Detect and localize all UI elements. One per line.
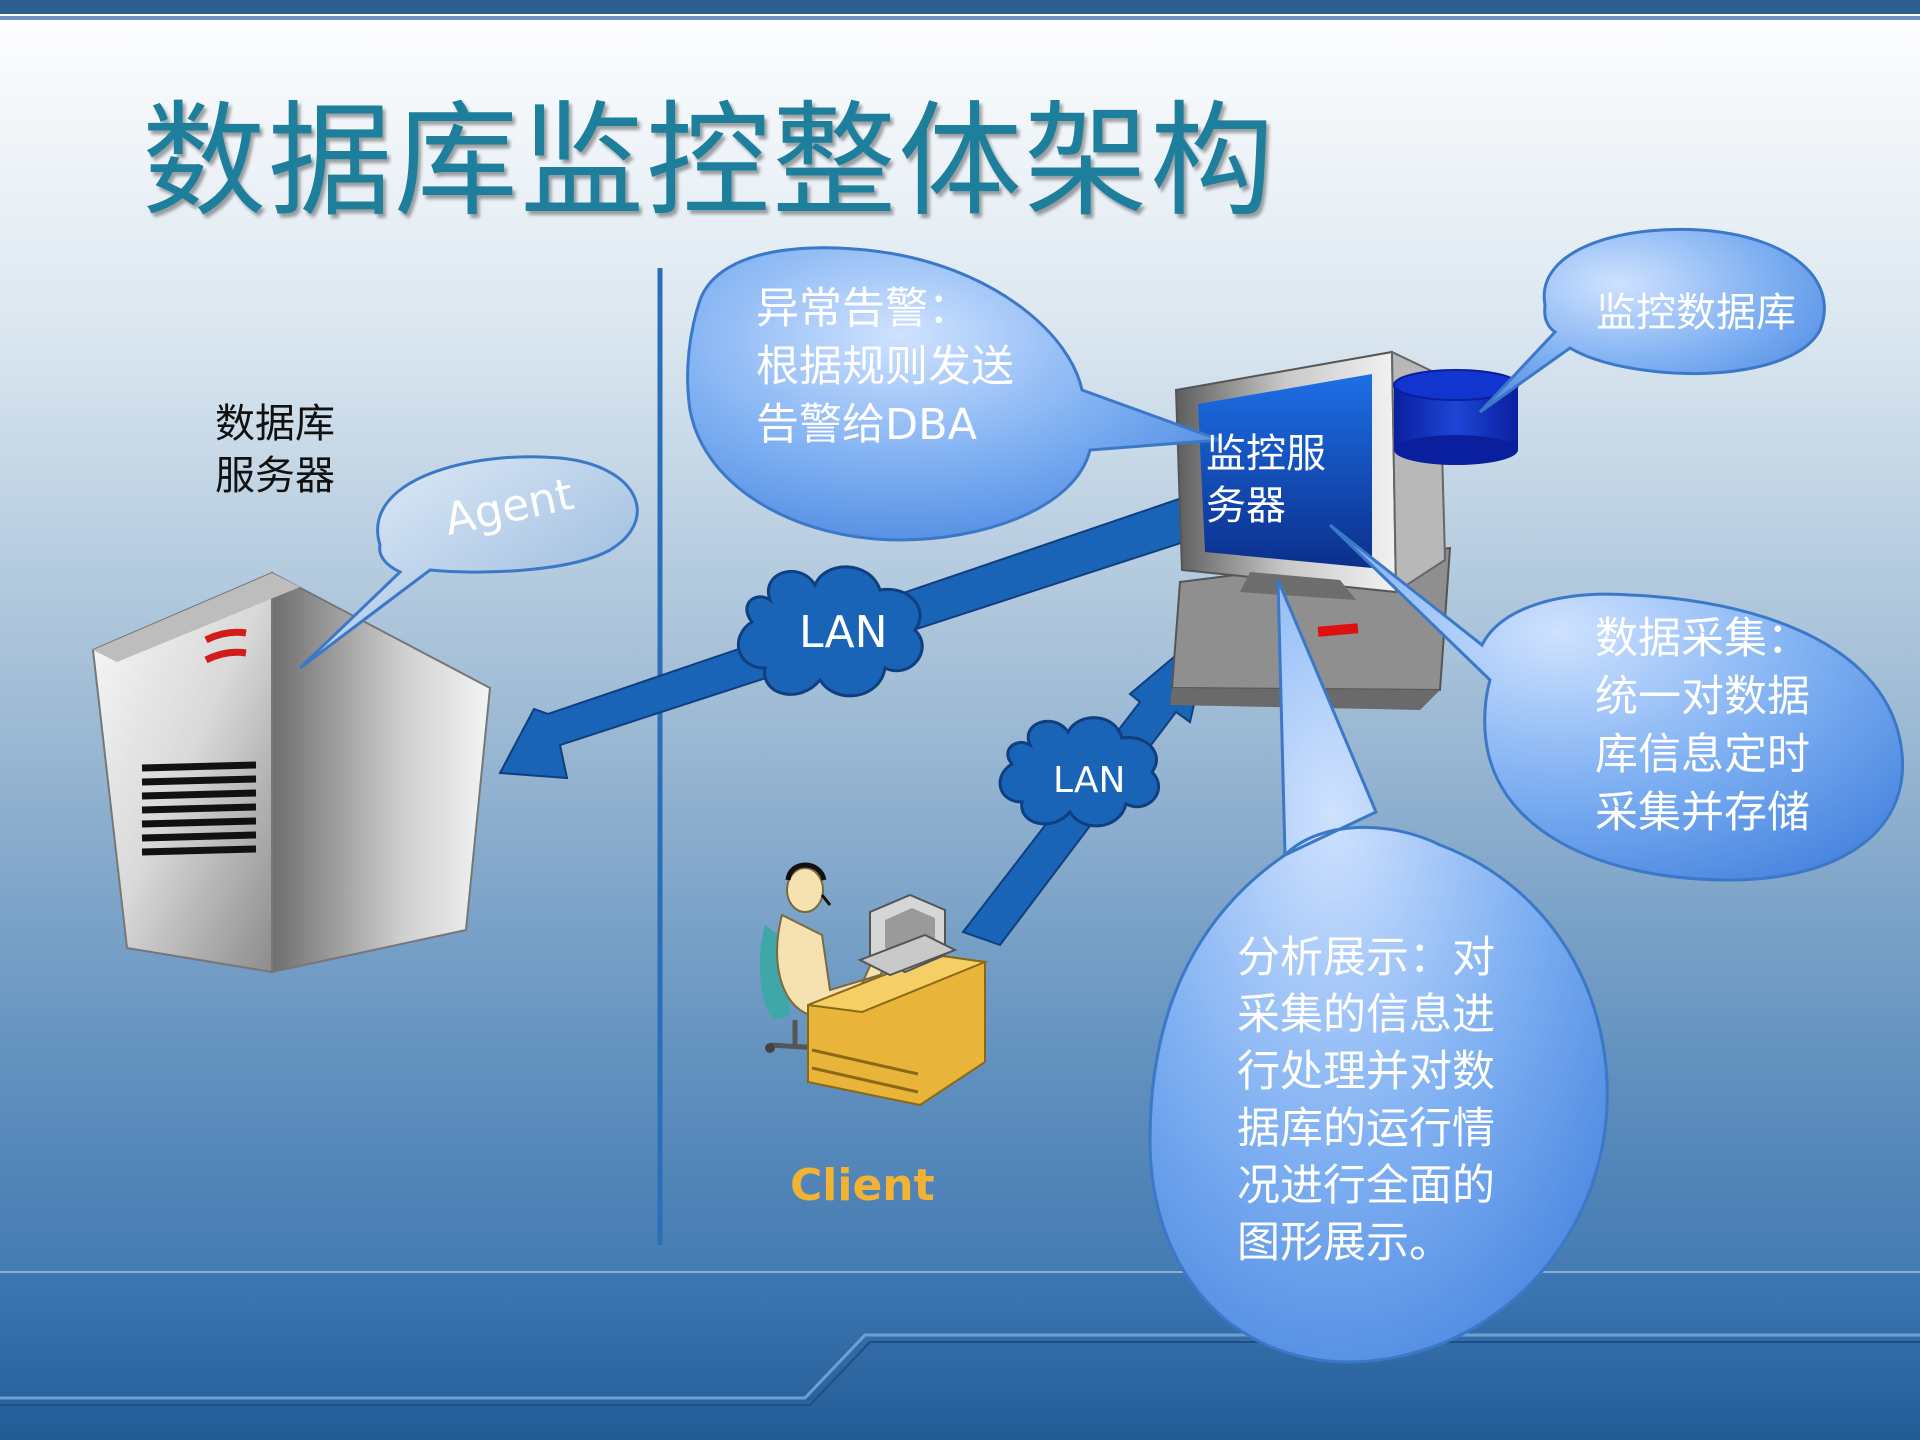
data-collection-bubble [1328,523,1905,882]
data-collection-description: 数据采集： 统一对数据 库信息定时 采集并存储 [1595,614,1810,838]
analysis-description: 分析展示：对 采集的信息进 行处理并对数 据库的运行情 况进行全面的 图形展示。 [1237,933,1495,1268]
lan-label-1: LAN [799,607,888,658]
client-label: Client [790,1160,935,1211]
monitor-database-icon [1393,369,1519,465]
client-workstation-icon [759,862,989,1107]
database-server-label: 数据库 服务器 [215,401,335,499]
monitor-database-label: 监控数据库 [1596,290,1796,336]
top-band [0,0,1920,14]
page-title: 数据库监控整体架构 [142,90,1277,234]
database-server-icon [91,571,492,974]
alert-bubble [686,246,1221,542]
agent-bubble [298,455,639,670]
lan-cloud-2 [998,716,1160,828]
analysis-bubble [1148,579,1609,1364]
alert-description: 异常告警： 根据规则发送 告警给DBA [756,284,1014,450]
monitor-server-label: 监控服 务器 [1206,431,1326,529]
lan-cloud-1 [736,565,924,698]
bottom-band [0,1272,1920,1440]
top-band-line [0,16,1920,20]
monitor-database-bubble [1478,227,1826,414]
lan-label-2: LAN [1053,760,1126,801]
